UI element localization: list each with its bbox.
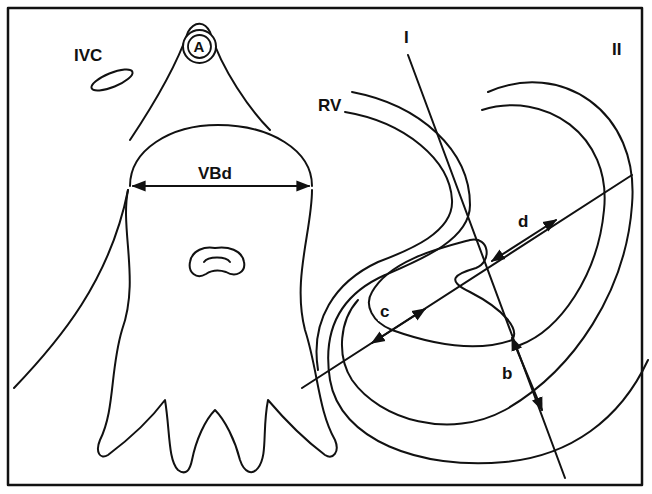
interventricular-septum — [369, 240, 514, 347]
spinal-cord — [204, 258, 230, 263]
chamber-label: RV — [316, 96, 343, 115]
aorta-circle: A — [181, 28, 218, 65]
vertebral-body — [130, 125, 312, 186]
scan-line-I — [408, 55, 565, 478]
dimension-label: c — [378, 302, 391, 321]
frame — [8, 8, 642, 485]
vbd-dimension — [133, 185, 309, 187]
lv-cavity — [482, 105, 605, 345]
scan-line-II — [302, 175, 632, 388]
vertebra-outline — [98, 190, 337, 472]
spinal-canal — [190, 248, 245, 277]
dimension-label: d — [516, 212, 530, 231]
lv-wall — [342, 82, 633, 424]
line-label: II — [610, 40, 623, 59]
line-label: I — [402, 28, 411, 47]
crus-outline — [130, 24, 270, 140]
dimension-b — [512, 338, 542, 410]
vessel-label: IVC — [72, 46, 104, 65]
dimension-label: VBd — [196, 164, 234, 183]
pericardium-outline — [328, 92, 648, 463]
rv-wall — [317, 112, 453, 370]
body-wall — [14, 190, 128, 388]
dimension-label: b — [500, 364, 514, 383]
aorta-label: A — [194, 38, 205, 55]
ivc-outline — [89, 65, 135, 94]
